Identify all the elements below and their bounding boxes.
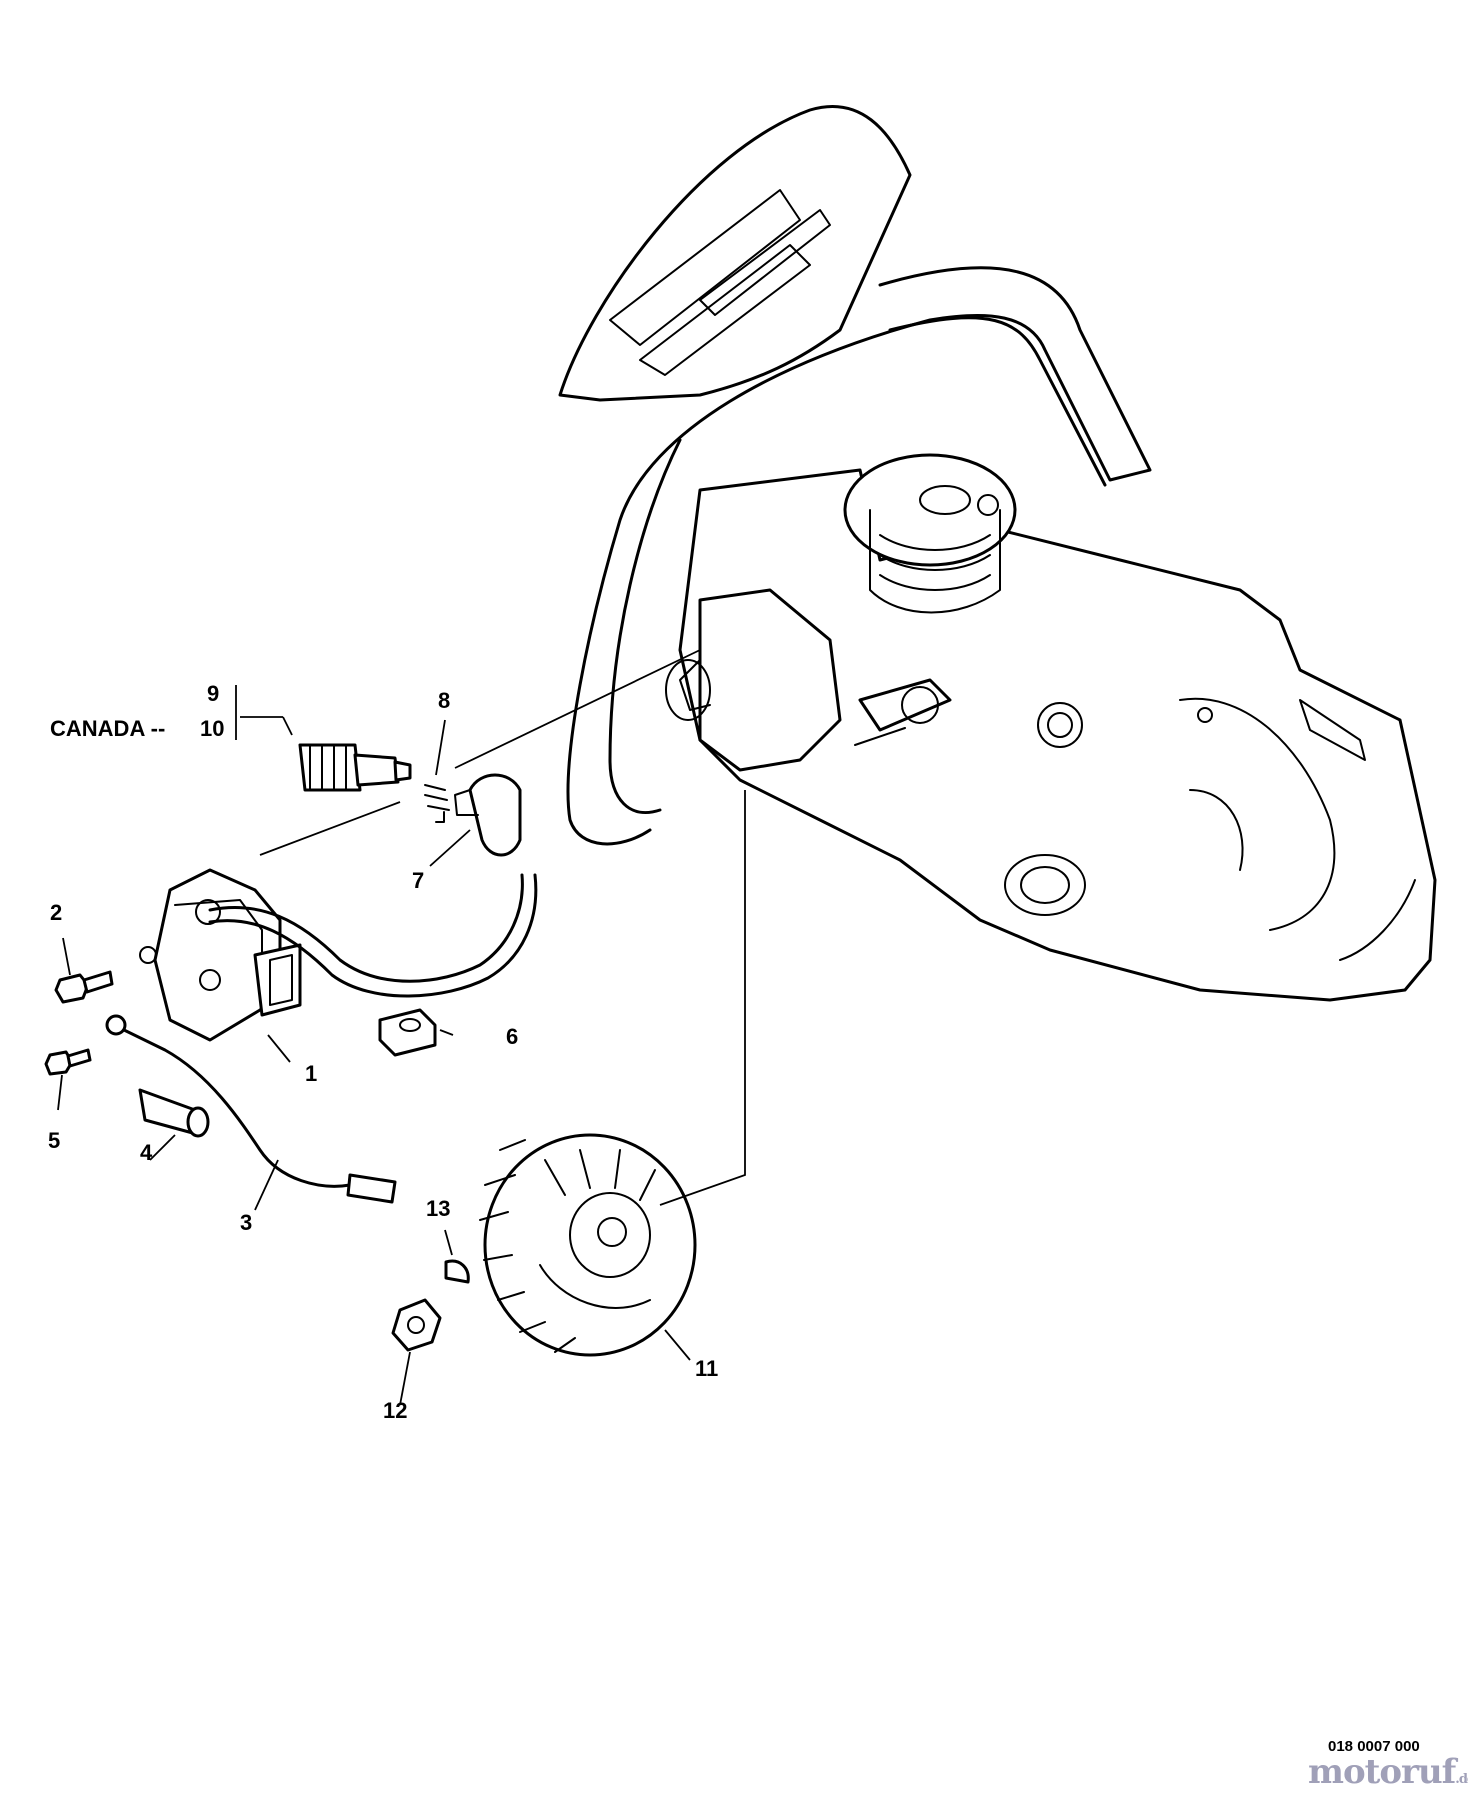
flywheel <box>479 1133 697 1357</box>
ground-wire <box>105 1014 397 1204</box>
spring-part <box>424 784 450 823</box>
callout-5: 5 <box>48 1128 61 1153</box>
callout-canada: CANADA -- <box>50 716 166 741</box>
grommet <box>378 1008 437 1057</box>
callout-1: 1 <box>305 1061 318 1086</box>
callout-10: 10 <box>200 716 225 741</box>
sleeve <box>138 1088 210 1138</box>
spark-plug <box>298 743 412 792</box>
woodruff-key <box>444 1259 470 1284</box>
watermark-logo: motoruf.de <box>1308 1752 1468 1792</box>
watermark-tld: .de <box>1455 1772 1468 1787</box>
callout-6: 6 <box>506 1024 519 1049</box>
callout-13: 13 <box>426 1196 451 1221</box>
screw-2 <box>54 970 114 1004</box>
callout-7: 7 <box>412 868 425 893</box>
leader-lines <box>57 649 746 1406</box>
drawing-number: 018 0007 000 <box>1328 1738 1420 1755</box>
flange-nut <box>391 1298 442 1352</box>
callout-4: 4 <box>140 1140 153 1165</box>
ignition-module <box>139 868 538 1042</box>
callout-12: 12 <box>383 1398 408 1423</box>
watermark-name: motoruf <box>1308 1752 1456 1792</box>
spark-plug-boot <box>454 773 522 857</box>
callout-11: 11 <box>695 1356 719 1381</box>
callout-2: 2 <box>50 900 63 925</box>
callout-9: 9 <box>207 681 220 706</box>
callout-3: 3 <box>240 1210 253 1235</box>
callout-8: 8 <box>438 688 451 713</box>
chainsaw-body <box>558 104 1437 1002</box>
screw-5 <box>44 1048 92 1076</box>
